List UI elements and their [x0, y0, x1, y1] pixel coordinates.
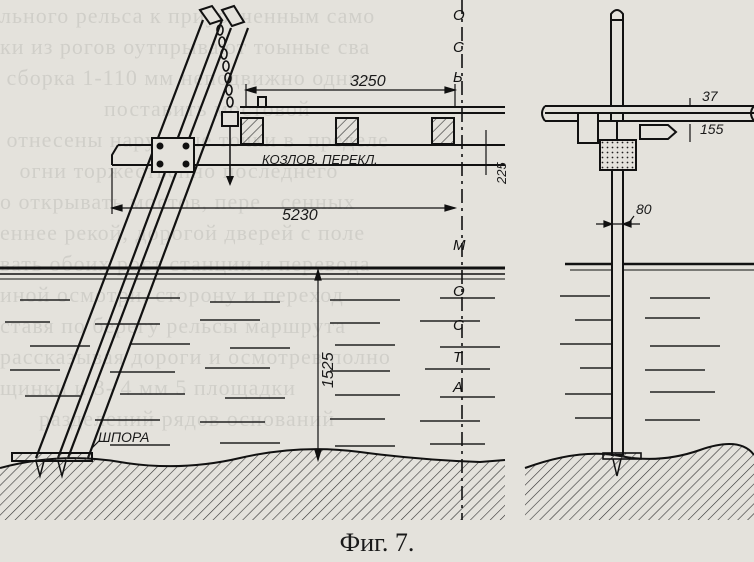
svg-text:М: М — [453, 237, 466, 254]
figure-caption: Фиг. 7. — [339, 528, 415, 557]
water-lines-right — [560, 295, 720, 421]
svg-text:Т: Т — [453, 349, 464, 366]
deck-beam — [240, 96, 505, 114]
dimension-total-label: 5230 — [282, 207, 318, 224]
svg-text:С: С — [453, 39, 464, 56]
strut-head — [198, 4, 246, 28]
trestle-crossbeam — [111, 137, 505, 173]
dimension-span-label: 3250 — [350, 73, 386, 90]
trestle-label: КОЗЛОВ. ПЕРЕКЛ. — [262, 152, 378, 167]
axis-text-lower: С Т А — [452, 317, 464, 396]
pile-foot — [602, 452, 642, 477]
water-surface-left — [0, 266, 505, 280]
dimension-depth — [314, 267, 322, 463]
dimension-plate — [680, 98, 720, 142]
riverbed-right — [524, 443, 754, 520]
svg-text:С: С — [453, 317, 464, 334]
dimension-span — [243, 84, 458, 108]
dimension-rise-label: 225 — [494, 162, 509, 185]
spur-plate — [11, 439, 101, 479]
dimension-block-label: 155 — [700, 121, 724, 137]
dimension-pile — [596, 215, 640, 228]
water-lines-left — [5, 297, 500, 447]
dimension-pile-label: 80 — [636, 201, 652, 217]
pile — [610, 9, 624, 456]
dimension-depth-label: 1525 — [320, 352, 337, 388]
dimension-rise — [470, 130, 498, 175]
dimension-total — [109, 168, 458, 214]
pile-block — [599, 121, 637, 171]
spur-label: ШПОРА — [98, 429, 150, 445]
svg-text:О: О — [453, 283, 465, 300]
deck-blocks — [240, 117, 455, 145]
svg-text:О: О — [453, 7, 465, 24]
svg-text:А: А — [452, 379, 463, 396]
water-surface-right — [565, 262, 754, 271]
suspension-chain — [216, 24, 234, 108]
hanging-block — [221, 111, 239, 186]
inclined-strut — [34, 19, 250, 459]
axis-text-upper: О С Ь — [453, 7, 465, 86]
axis-text-middle: М О — [453, 237, 466, 300]
svg-text:Ь: Ь — [453, 69, 463, 86]
dimension-plate-label: 37 — [702, 88, 719, 104]
